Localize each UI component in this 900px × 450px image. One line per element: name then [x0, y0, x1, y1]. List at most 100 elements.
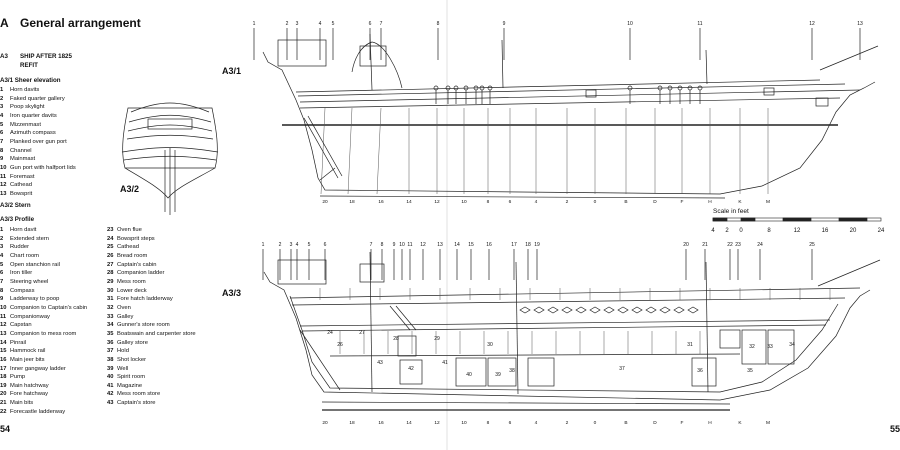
profile-callout-number: 16	[486, 242, 492, 248]
scale-title: Scale in feet	[713, 208, 749, 215]
hammock-diamond	[561, 306, 573, 314]
legend-number: 2	[0, 235, 4, 242]
legend-number: 1	[0, 227, 4, 233]
sheer-station-label: 6	[509, 199, 512, 205]
hammock-diamond	[617, 306, 629, 314]
a31-heading: A3/1 Sheer elevation	[0, 77, 61, 84]
legend-number: 26	[107, 252, 114, 259]
profile-callout-number: 7	[370, 242, 373, 248]
legend-label: Faked quarter gallery	[10, 95, 65, 102]
legend-label: Fore hatch ladderway	[117, 296, 173, 303]
legend-label: Rudder	[10, 244, 30, 251]
room-number: 24	[327, 330, 333, 336]
sheer-station-label: M	[766, 199, 770, 205]
legend-number: 6	[0, 270, 4, 277]
sheer-callout-number: 3	[296, 21, 299, 27]
profile-callout-number: 4	[296, 242, 299, 248]
fig-label-a33: A3/3	[222, 288, 242, 298]
legend-number: 10	[0, 164, 7, 171]
sheer-station-label: H	[708, 199, 712, 205]
legend-label: Ladderway to poop	[10, 296, 60, 303]
room-number: 38	[509, 368, 515, 374]
sheer-station-label: B	[624, 199, 627, 205]
sheer-station-line	[376, 107, 382, 195]
legend-label: Hold	[117, 348, 129, 355]
scale-tick-label: 8	[767, 228, 771, 234]
legend-number: 28	[107, 270, 114, 277]
room-number: 26	[337, 342, 343, 348]
legend-number: 8	[0, 287, 4, 294]
room-number: 32	[749, 344, 755, 350]
legend-number: 11	[0, 173, 7, 180]
hammock-diamond	[575, 306, 587, 314]
room-number: 29	[434, 336, 440, 342]
sheer-station-label: 16	[378, 199, 384, 205]
room-number: 36	[697, 368, 703, 374]
a3-subtitle: REFIT	[20, 62, 38, 69]
sheer-station-line	[347, 107, 353, 195]
profile-station-label: 16	[378, 420, 384, 426]
legend-label: Main hatchway	[10, 382, 49, 389]
legend-number: 24	[107, 235, 114, 242]
profile-callout-number: 5	[308, 242, 311, 248]
scale-tick-label: 12	[794, 228, 801, 234]
hammock-diamond	[645, 306, 657, 314]
legend-label: Galley store	[117, 339, 148, 346]
legend-number: 31	[107, 296, 114, 303]
legend-label: Iron tiller	[10, 270, 33, 277]
legend-label: Companion ladder	[117, 270, 165, 277]
deadeye	[487, 85, 493, 91]
legend-number: 4	[0, 252, 4, 259]
legend-number: 38	[107, 356, 114, 363]
legend-number: 40	[107, 374, 114, 381]
legend-label: Spirit room	[117, 374, 146, 381]
profile-station-label: F	[681, 420, 684, 426]
legend-label: Steering wheel	[10, 278, 49, 285]
profile-callout-number: 21	[702, 242, 708, 248]
legend-label: Mess room store	[117, 391, 161, 398]
legend-number: 4	[0, 112, 4, 119]
sheer-station-label: F	[681, 199, 684, 205]
legend-label: Galley	[117, 313, 134, 320]
sheer-elevation	[262, 33, 879, 199]
a3-code: A3	[0, 53, 8, 60]
legend-label: Hammock rail	[10, 348, 46, 355]
sheer-callout-number: 11	[697, 21, 702, 27]
legend-number: 13	[0, 190, 7, 197]
deadeye	[697, 85, 703, 91]
room-number: 28	[393, 336, 399, 342]
sheer-station-label: 18	[349, 199, 355, 205]
page-number-left: 54	[0, 424, 11, 434]
profile-station-label: 8	[487, 420, 490, 426]
sheer-station-label: 8	[487, 199, 490, 205]
legend-number: 27	[107, 261, 114, 268]
legend-number: 7	[0, 138, 4, 145]
profile-station-label: 0	[594, 420, 597, 426]
legend-number: 42	[107, 391, 114, 398]
legend-item: 6 Iron tiller	[0, 269, 87, 278]
legend-label: Iron quarter davits	[10, 112, 57, 119]
sheer-station-label: 4	[535, 199, 538, 205]
legend-number: 12	[0, 322, 7, 329]
profile-callout-number: 24	[757, 242, 763, 248]
legend-number: 16	[0, 356, 7, 363]
legend-label: Gun port with halfport lids	[10, 164, 76, 171]
profile-callout-number: 19	[534, 242, 540, 248]
profile-callout-number: 9	[393, 242, 396, 248]
legend-number: 2	[0, 95, 4, 102]
legend-number: 23	[107, 227, 114, 233]
legend-label: Cathead	[117, 244, 139, 251]
room-number: 30	[487, 342, 493, 348]
legend-label: Chart room	[10, 252, 39, 259]
